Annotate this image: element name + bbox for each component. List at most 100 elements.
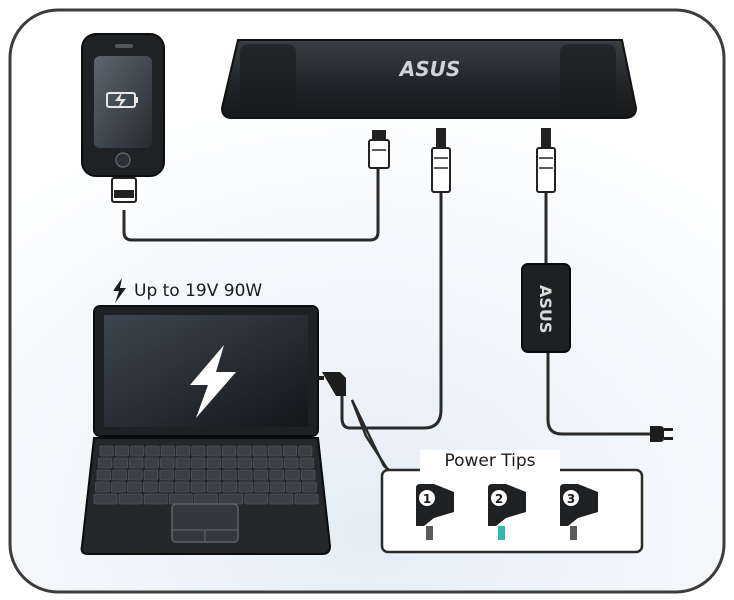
keyboard-key [174,481,190,493]
keyboard-key [286,481,301,493]
keyboard-key [98,457,113,469]
keyboard-key [269,493,294,505]
keyboard-key [118,493,143,505]
dock-connectors [368,128,556,193]
adapter-logo: ASUS [536,285,555,333]
keyboard-key [169,493,193,505]
power-tip-pin [426,526,433,540]
keyboard-key [302,481,317,493]
cables [122,165,650,436]
power-tip-2: 2 [488,484,526,540]
keyboard-key [299,457,314,469]
keyboard-key [159,469,174,481]
keyboard-key [144,457,159,469]
keyboard-key [160,457,175,469]
keyboard-key [93,493,118,505]
keyboard-key [253,469,269,481]
power-tips-list: 1 2 3 [416,484,598,540]
keyboard-key [206,469,221,481]
lightning-bolt-icon [190,345,236,418]
keyboard-key [270,481,285,493]
keyboard-key [285,469,300,481]
keyboard-key [238,469,253,481]
power-tip-3: 3 [560,484,598,540]
ac-plug [650,426,673,442]
smartphone [81,33,165,203]
docking-station: ASUS [220,39,638,119]
power-tips-panel: Power Tips 1 2 3 [380,450,644,554]
keyboard-key [191,445,206,457]
keyboard-key [111,481,126,493]
keyboard-key [175,457,190,469]
adapter-ac-cable [546,352,650,436]
keyboard-key [191,457,206,469]
keyboard-key [112,469,127,481]
keyboard-key [300,469,316,481]
keyboard-key [238,481,254,493]
keyboard-key [128,469,143,481]
keyboard-key [129,457,144,469]
power-output-label: Up to 19V 90W [113,278,262,303]
power-tip-number-badge [563,490,579,506]
power-tip-number: 3 [567,492,575,506]
keyboard-key [222,457,237,469]
keyboard-key [269,469,284,481]
keyboard-key [219,493,244,505]
keyboard-key [298,445,313,457]
usb-cable [122,165,380,242]
keyboard-key [222,469,237,481]
keyboard-key [206,481,222,493]
keyboard-key [113,457,128,469]
power-tip-pin [498,526,505,540]
keyboard-key [237,445,252,457]
keyboard-key [252,445,267,457]
power-tip-number: 2 [495,492,503,506]
power-output-text: Up to 19V 90W [134,281,262,301]
keyboard-key [253,457,268,469]
power-tip-pin [570,526,577,540]
keyboard-key [294,493,319,505]
keyboard-key [254,481,270,493]
keyboard-key [244,493,269,505]
power-tip-number-badge [491,490,507,506]
keyboard-key [190,481,206,493]
keyboard-key [130,445,145,457]
keyboard-key [143,469,159,481]
power-adapter: ASUS [521,263,571,353]
keyboard-key [95,481,110,493]
keyboard-key [206,457,221,469]
keyboard-key [191,469,206,481]
keyboard-key [143,481,158,493]
keyboard-key [283,445,297,457]
keyboard-key [96,469,111,481]
keyboard-key [158,481,174,493]
laptop-power-cable [340,190,443,430]
keyboard-key [267,445,282,457]
keyboard-key [115,445,129,457]
keyboard-key [222,445,236,457]
battery-charging-icon [106,92,138,109]
keyboard-key [194,493,218,505]
dock-logo: ASUS [398,57,461,81]
power-tips-title: Power Tips [444,451,535,471]
keyboard-key [127,481,142,493]
keyboard-key [99,445,114,457]
keyboard-key [222,481,238,493]
laptop [80,305,332,555]
lightning-bolt-icon [113,278,126,303]
keyboard-key [143,493,168,505]
keyboard-key [145,445,160,457]
laptop-keyboard [93,445,319,505]
keyboard-key [268,457,283,469]
keyboard-key [175,469,190,481]
power-tip-number: 1 [423,492,431,506]
power-tip-1: 1 [416,484,454,540]
laptop-tip-plug [316,372,346,396]
keyboard-key [176,445,190,457]
keyboard-key [237,457,252,469]
keyboard-key [284,457,299,469]
power-tip-number-badge [419,490,435,506]
keyboard-key [206,445,221,457]
